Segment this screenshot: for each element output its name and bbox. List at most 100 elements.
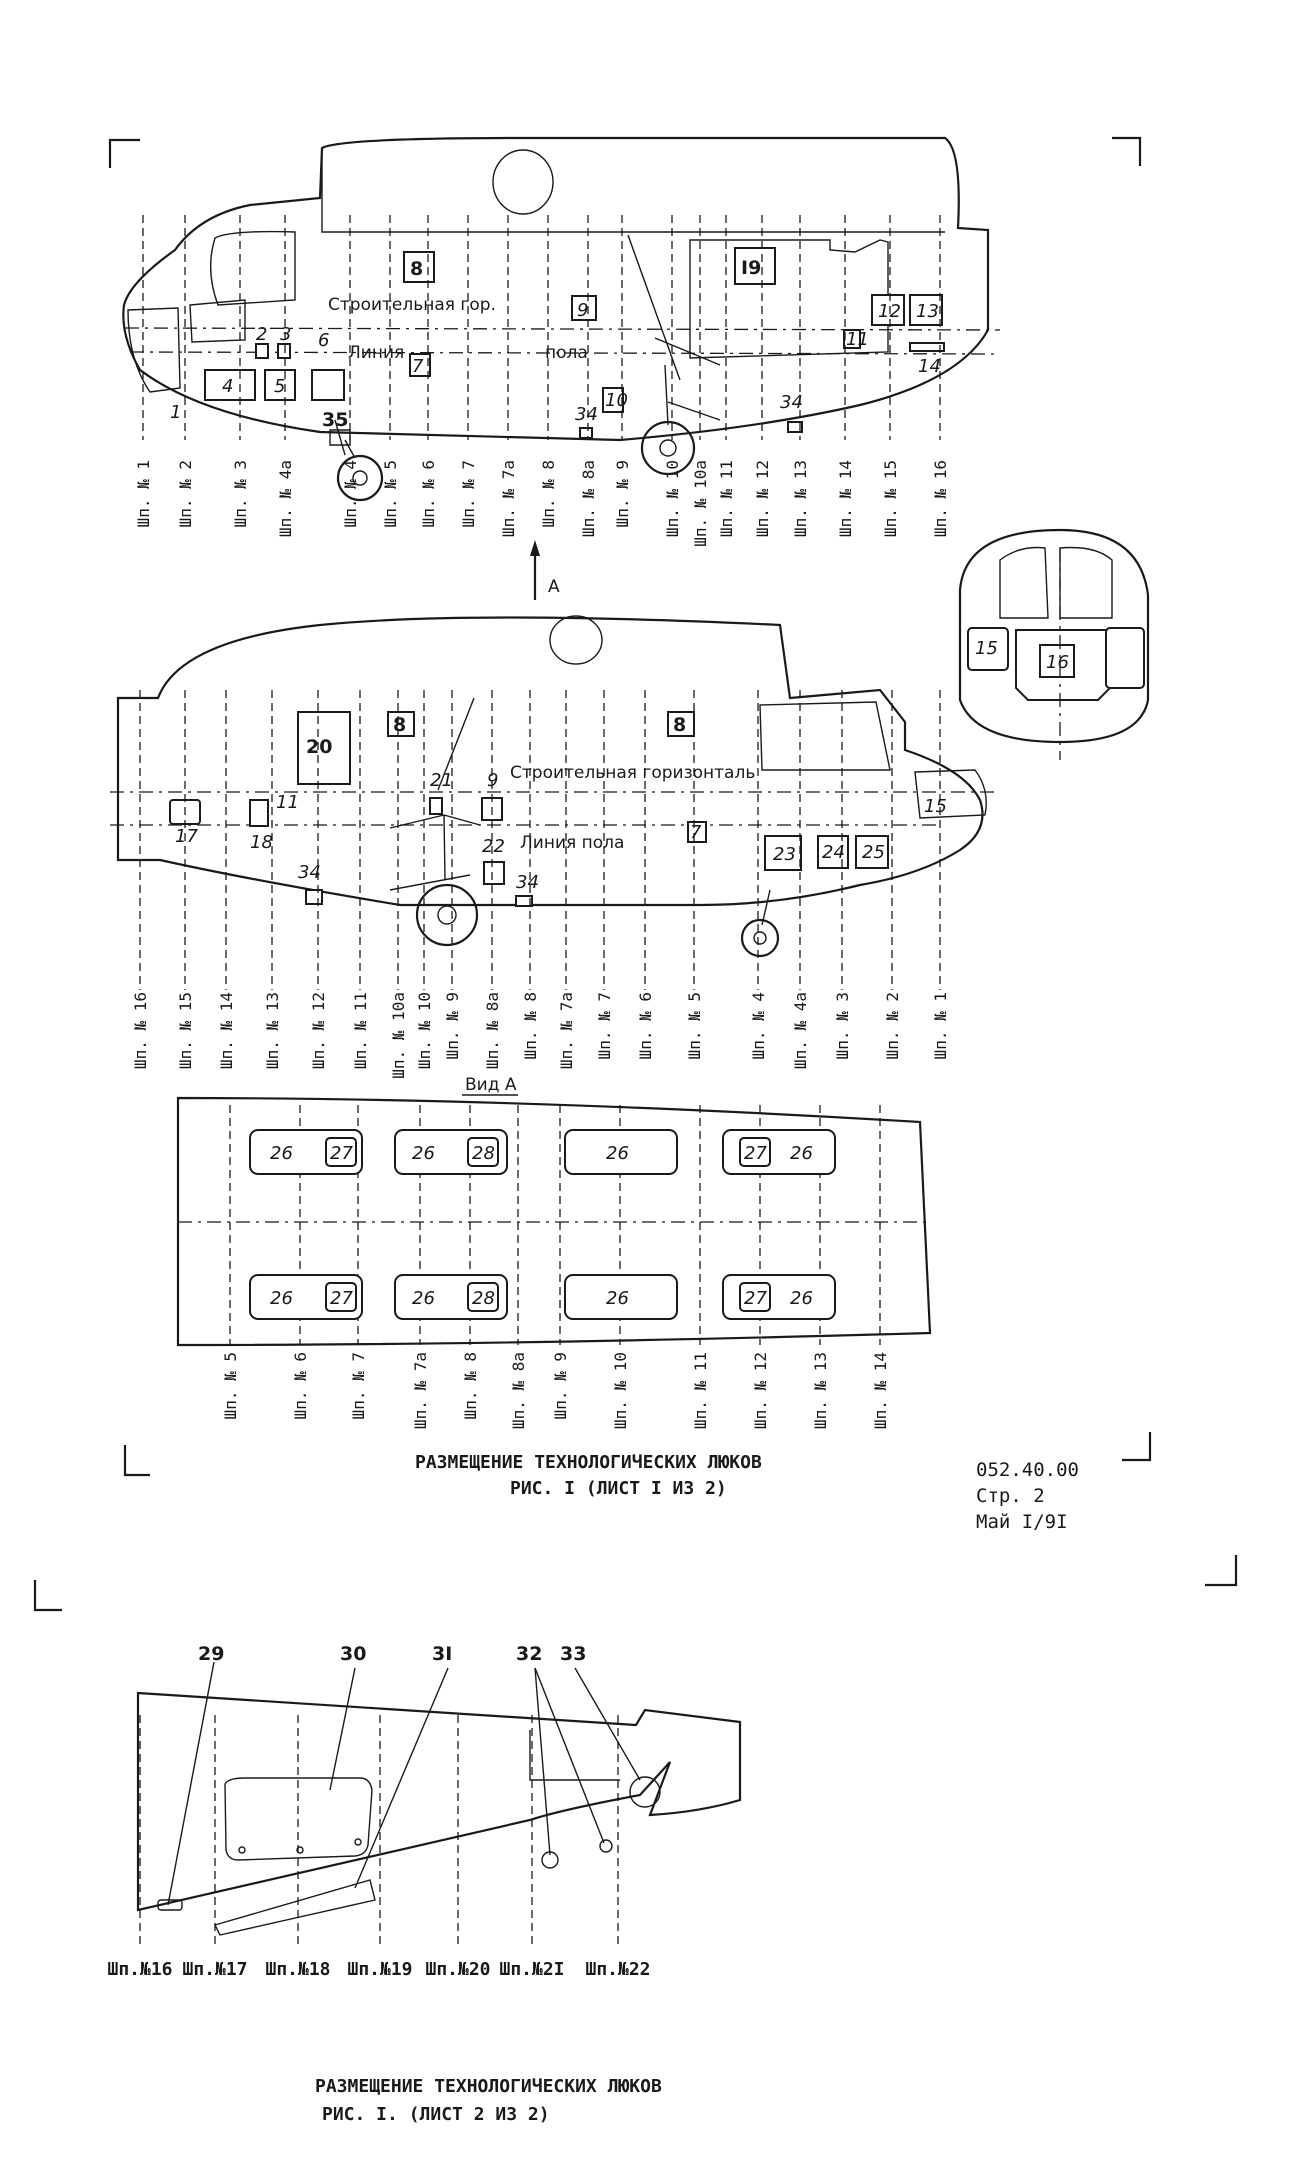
view-a-frame-label: Шп. № 12 xyxy=(751,1352,770,1429)
panel-label-small: 27 xyxy=(744,1143,767,1164)
hatch-25 xyxy=(855,835,889,869)
doc-date: Май I/9I xyxy=(976,1511,1068,1533)
hatch-8-side-b xyxy=(667,711,695,737)
hatch-26-panel xyxy=(564,1274,678,1320)
top-frame-label: Шп. № 13 xyxy=(791,460,810,537)
panel-label-small: 27 xyxy=(744,1288,767,1309)
callout-30: 30 xyxy=(340,1643,366,1665)
callout-33: 33 xyxy=(560,1643,586,1665)
hatch-8-side-a xyxy=(387,711,415,737)
side-frame-label: Шп. № 11 xyxy=(351,992,370,1069)
svg-text:34: 34 xyxy=(516,872,539,893)
top-frame-label: Шп. № 12 xyxy=(753,460,772,537)
panel-label-small: 28 xyxy=(472,1288,495,1309)
svg-text:3: 3 xyxy=(280,324,291,345)
top-frame-label: Шп. № 8а xyxy=(579,460,598,537)
caption-1-line-2: РИС. I (ЛИСТ I ИЗ 2) xyxy=(510,1478,727,1499)
svg-text:16: 16 xyxy=(1046,652,1069,673)
svg-text:14: 14 xyxy=(918,356,941,377)
hatch-12 xyxy=(871,294,905,326)
top-frame-label: Шп. № 3 xyxy=(231,460,250,527)
side-frame-label: Шп. № 2 xyxy=(883,992,902,1059)
view-a-frame-label: Шп. № 14 xyxy=(871,1352,890,1429)
top-frame-label: Шп. № 1 xyxy=(134,460,153,527)
top-frame-label: Шп. № 7а xyxy=(499,460,518,537)
front-view: 15 16 xyxy=(958,528,1150,760)
corner-marks xyxy=(33,136,1238,1612)
hatch-15-front xyxy=(967,627,1009,671)
side-view: 20 8 8 17 18 11 21 9 22 7 23 24 25 34 34… xyxy=(110,615,1000,958)
side-frame-label: Шп. № 7 xyxy=(595,992,614,1059)
side-frame-label: Шп. № 1 xyxy=(931,992,950,1059)
callout-31: 3I xyxy=(432,1643,452,1665)
fuselage-outline-2 xyxy=(116,616,984,907)
panel-label-small: 28 xyxy=(472,1143,495,1164)
view-a-outline xyxy=(176,1096,932,1347)
hatch-3 xyxy=(277,343,291,359)
side-frame-label: Шп. № 16 xyxy=(131,992,150,1069)
view-a-frame-label: Шп. № 11 xyxy=(691,1352,710,1429)
tail-frame-label: Шп.№18 xyxy=(265,1959,330,1980)
side-view-frame-lines xyxy=(139,690,941,990)
view-a-frame-label: Шп. № 9 xyxy=(551,1352,570,1419)
hatch-21 xyxy=(429,797,443,815)
hatch-8 xyxy=(403,251,435,283)
view-a-frame-label: Шп. № 7а xyxy=(411,1352,430,1429)
tail-frame-label: Шп.№22 xyxy=(585,1959,650,1980)
panel-label-small: 27 xyxy=(330,1143,353,1164)
side-frame-label: Шп. № 6 xyxy=(636,992,655,1059)
view-a-frame-label: Шп. № 13 xyxy=(811,1352,830,1429)
view-a-frame-label: Шп. № 8 xyxy=(461,1352,480,1419)
svg-text:15: 15 xyxy=(924,796,947,817)
top-frame-label: Шп. № 9 xyxy=(613,460,632,527)
svg-text:22: 22 xyxy=(482,836,505,857)
hatch-13 xyxy=(909,294,943,326)
panel-label-big: 26 xyxy=(270,1288,293,1309)
svg-text:34: 34 xyxy=(575,404,598,425)
hatch-small-panel xyxy=(467,1137,499,1167)
hatch-small-panel xyxy=(739,1282,771,1312)
view-a xyxy=(176,1096,932,1347)
hatch-34-side-a xyxy=(305,889,323,905)
view-arrow-label: A xyxy=(548,577,560,597)
main-wheel-2 xyxy=(415,883,479,947)
top-frame-label: Шп. № 4 xyxy=(341,460,360,527)
label-floor-line-a: Линия xyxy=(348,343,404,363)
svg-text:7: 7 xyxy=(412,356,424,377)
svg-text:17: 17 xyxy=(175,826,198,847)
hatch-35 xyxy=(311,369,345,401)
svg-text:23: 23 xyxy=(773,844,796,865)
tail-frame-label: Шп.№19 xyxy=(347,1959,412,1980)
svg-text:34: 34 xyxy=(780,392,803,413)
panel-label-big: 26 xyxy=(270,1143,293,1164)
tail-view: 29 30 3I 32 33 xyxy=(136,1643,742,1936)
side-frame-label: Шп. № 7а xyxy=(557,992,576,1069)
panel-label-big: 26 xyxy=(412,1143,435,1164)
svg-text:21: 21 xyxy=(430,770,453,791)
hatch-small-panel xyxy=(325,1282,357,1312)
label-floor-line: Линия пола xyxy=(520,833,624,853)
svg-text:8: 8 xyxy=(393,714,406,736)
hatch-11 xyxy=(843,329,861,349)
nose-outline xyxy=(958,528,1150,744)
top-frame-label: Шп. № 4а xyxy=(276,460,295,537)
hatch-26-panel xyxy=(564,1129,678,1175)
svg-text:5: 5 xyxy=(274,376,285,397)
label-construction-horizontal: Строительная горизонталь xyxy=(510,763,755,783)
hatch-7 xyxy=(409,353,431,377)
svg-text:I9: I9 xyxy=(741,257,761,279)
engine-intake xyxy=(492,149,554,215)
doc-code: 052.40.00 xyxy=(976,1459,1079,1481)
svg-text:8: 8 xyxy=(410,258,423,280)
side-frame-label: Шп. № 4 xyxy=(749,992,768,1059)
top-view: 8 I9 9 12 13 11 14 2 3 4 5 6 7 10 34 34 … xyxy=(122,136,1001,600)
caption-2-line-2: РИС. I. (ЛИСТ 2 ИЗ 2) xyxy=(322,2104,550,2125)
tail-boom-outline xyxy=(136,1691,742,1912)
side-frame-label: Шп. № 14 xyxy=(217,992,236,1069)
nose-wheel-2 xyxy=(740,918,780,958)
svg-text:18: 18 xyxy=(250,832,273,853)
callout-32: 32 xyxy=(516,1643,542,1665)
svg-text:8: 8 xyxy=(673,714,686,736)
